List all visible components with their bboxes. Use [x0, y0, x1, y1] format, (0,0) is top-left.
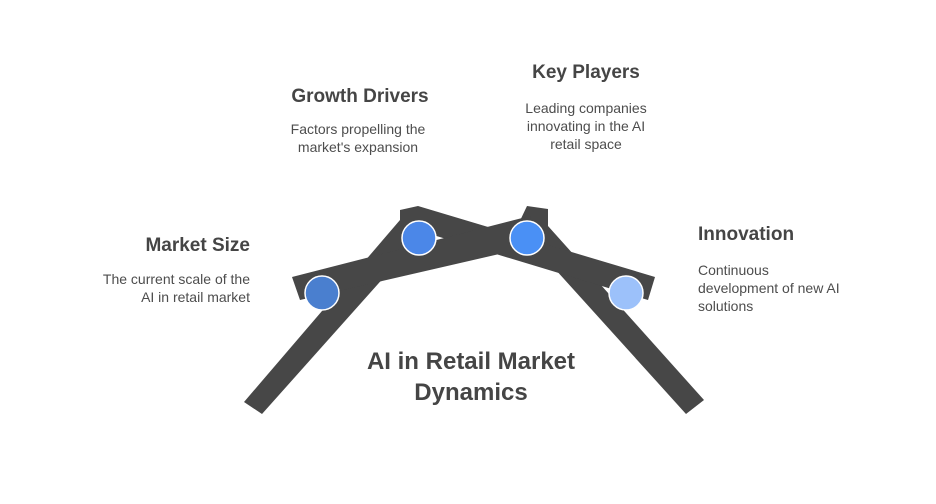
innovation-heading: Innovation: [698, 224, 795, 245]
growth-drivers-description: Factors propelling the market's expansio…: [258, 120, 458, 156]
node-innovation: [608, 275, 644, 311]
innovation-desc-line: Continuous: [698, 262, 769, 278]
market-size-desc-line: The current scale of the: [102, 271, 250, 287]
node-key-players: [509, 220, 545, 256]
market-size-description: The current scale of the AI in retail ma…: [50, 270, 250, 306]
market-size-heading: Market Size: [145, 235, 250, 256]
node-growth-drivers: [401, 220, 437, 256]
diagram-title-line: Dynamics: [414, 379, 528, 406]
growth-drivers-desc-line: market's expansion: [297, 139, 419, 155]
node-market-size: [304, 275, 340, 311]
innovation-desc-line: solutions: [698, 298, 754, 314]
innovation-desc-line: development of new AI: [698, 280, 840, 296]
front-beam: [292, 216, 534, 300]
growth-drivers-desc-line: Factors propelling the: [290, 121, 426, 137]
growth-drivers-heading: Growth Drivers: [291, 86, 429, 107]
key-players-desc-line: retail space: [550, 136, 622, 152]
key-players-heading: Key Players: [532, 62, 640, 83]
market-size-desc-line: AI in retail market: [141, 289, 250, 305]
innovation-description: Continuous development of new AI solutio…: [698, 261, 898, 315]
key-players-desc-line: Leading companies: [525, 100, 647, 116]
key-players-desc-line: innovating in the AI: [526, 118, 646, 134]
diagram-title: AI in Retail Market Dynamics: [346, 346, 596, 408]
key-players-description: Leading companies innovating in the AI r…: [486, 99, 686, 153]
diagram-title-line: AI in Retail Market: [366, 348, 576, 375]
